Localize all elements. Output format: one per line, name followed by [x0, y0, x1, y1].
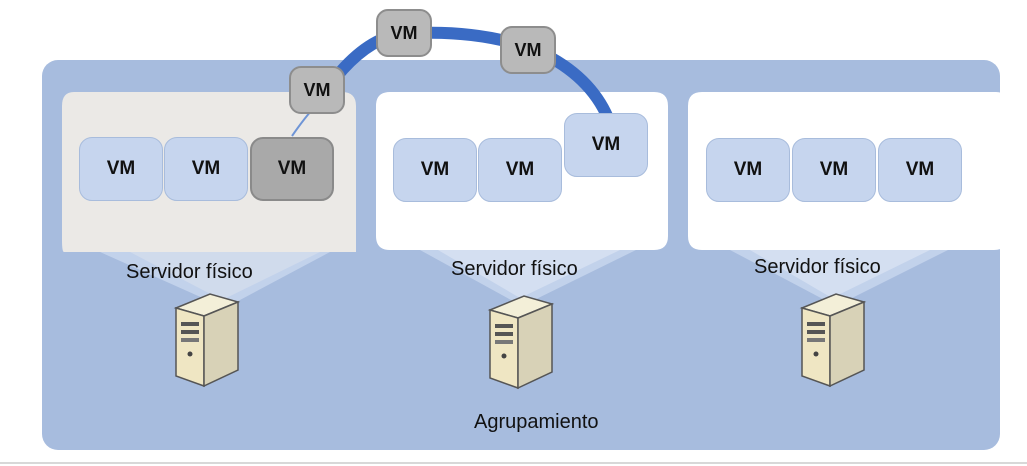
host-label-1: Servidor físico: [126, 261, 253, 283]
server-icon: [487, 295, 555, 390]
vm-host1-2: VM: [164, 137, 248, 201]
host-funnel-1: [100, 252, 330, 308]
vm-host1-migrating: VM: [250, 137, 334, 201]
migration-step-3: VM: [500, 26, 556, 74]
migration-step-2: VM: [376, 9, 432, 57]
vm-host1-1: VM: [79, 137, 163, 201]
vm-host2-1: VM: [393, 138, 477, 202]
vm-host3-2: VM: [792, 138, 876, 202]
cluster-label: Agrupamiento: [474, 411, 599, 433]
bottom-divider: [0, 462, 1027, 464]
server-icon: [799, 293, 867, 388]
vm-host3-1: VM: [706, 138, 790, 202]
host-label-2: Servidor físico: [451, 258, 578, 280]
vm-host3-3: VM: [878, 138, 962, 202]
host-funnel-2: [420, 250, 636, 306]
migration-arc: [316, 26, 614, 124]
vm-host2-2: VM: [478, 138, 562, 202]
host-funnel-3: [730, 250, 948, 306]
migration-step-1: VM: [289, 66, 345, 114]
server-icon: [173, 293, 241, 388]
vm-host2-arrived: VM: [564, 113, 648, 177]
host-label-3: Servidor físico: [754, 256, 881, 278]
